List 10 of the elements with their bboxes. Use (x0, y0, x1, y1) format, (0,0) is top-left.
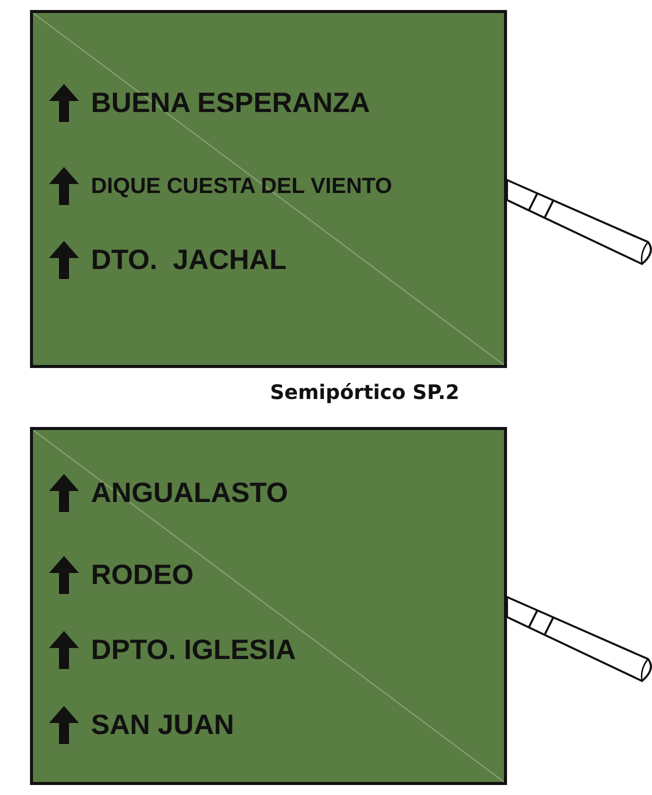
destination-text: BUENA ESPERANZA (91, 87, 370, 119)
destination-text: SAN JUAN (91, 709, 234, 741)
destination-text: DTO. JACHAL (91, 244, 286, 276)
destination-text: ANGUALASTO (91, 477, 288, 509)
road-sign-panel (30, 427, 507, 785)
destination-text: RODEO (91, 559, 194, 591)
sign-caption: Semipórtico SP.2 (270, 380, 460, 404)
destination-text: DPTO. IGLESIA (91, 634, 296, 666)
destination-text: DIQUE CUESTA DEL VIENTO (91, 173, 392, 199)
road-sign-panel (30, 10, 507, 368)
